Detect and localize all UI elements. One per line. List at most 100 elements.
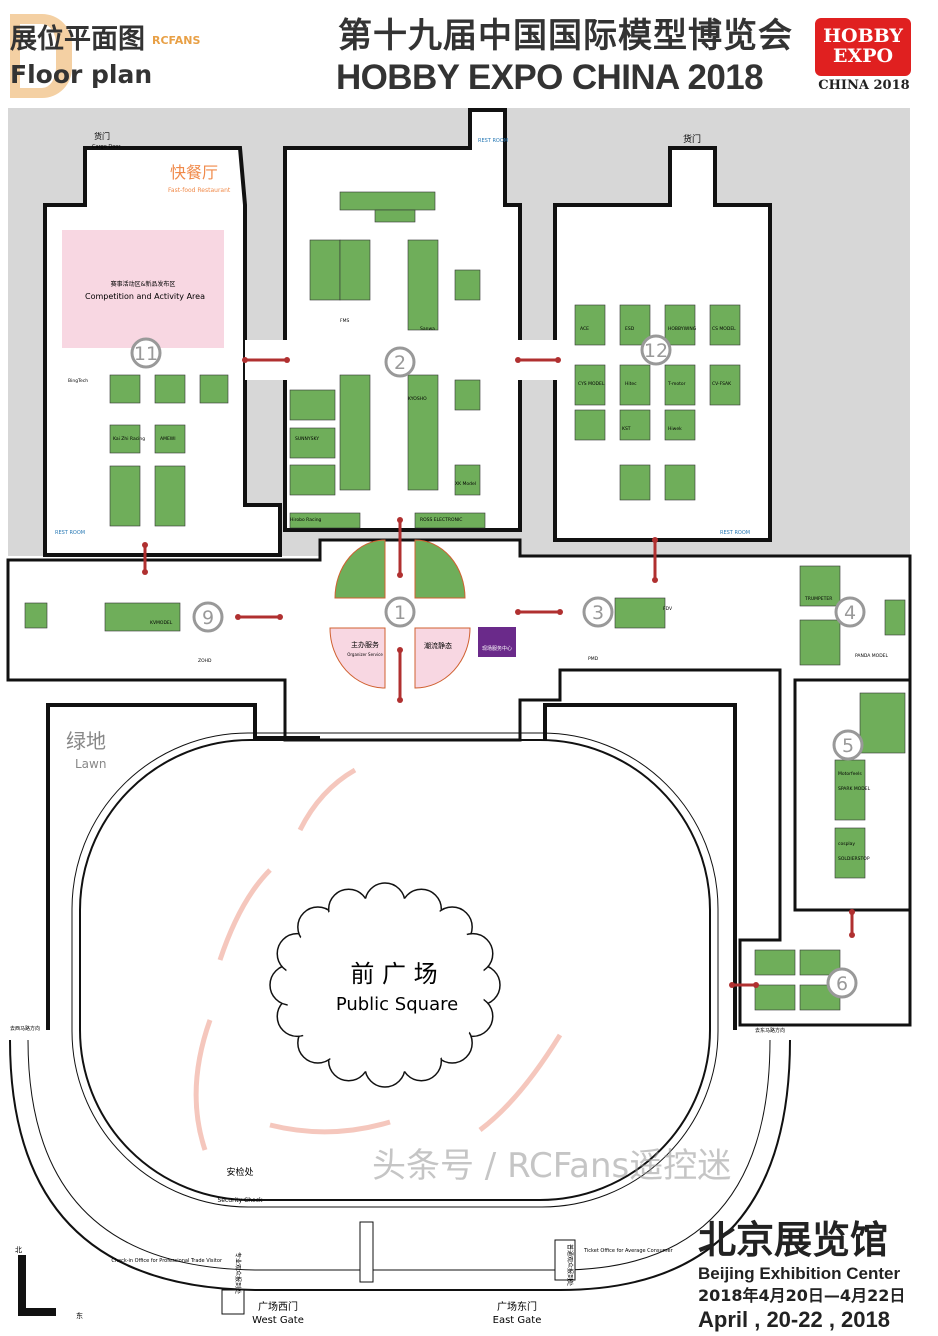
ticket-office-label: 普通观众报到处 (566, 1244, 574, 1286)
organizer-service-area (329, 627, 386, 689)
hall-number: 11 (134, 343, 158, 365)
booth (664, 364, 696, 406)
booth (339, 374, 371, 491)
booth (664, 409, 696, 441)
hall-number-circle (384, 346, 416, 378)
hall-5-marker[interactable]: 5 (832, 729, 864, 761)
hall-3-marker[interactable]: 3 (582, 596, 614, 628)
arrow-head (142, 542, 148, 548)
hall-12-marker[interactable]: 12 (640, 334, 672, 366)
lawn-label-en: Lawn (75, 757, 106, 771)
rest-room-label: REST ROOM (478, 138, 508, 144)
organizer-service-label-en: Organizer Service (347, 652, 383, 657)
hall-number: 1 (394, 602, 406, 624)
booth (154, 374, 186, 404)
booth (664, 304, 696, 346)
exhibitor-label: XK Model (455, 481, 476, 487)
onsite-service-label: 现场服务中心 (482, 645, 512, 652)
west-direction-label: 去西马路方向 (10, 1025, 40, 1032)
hall-6-marker[interactable]: 6 (826, 967, 858, 999)
arrow-head (277, 614, 283, 620)
east-label: 东 (76, 1311, 83, 1320)
arrow-head (557, 609, 563, 615)
exhibitor-label: ZOHD (198, 658, 212, 664)
hall-9-marker[interactable]: 9 (192, 601, 224, 633)
exhibitor-label: HOBBYWING (668, 326, 697, 332)
static-display-label: 潮流静态 (424, 641, 452, 650)
track-inner (79, 739, 711, 1201)
ticket-office-label-en: Ticket Office for Average Consumer (583, 1248, 674, 1254)
compass-icon (18, 1255, 26, 1315)
hall-11-marker[interactable]: 11 (130, 337, 162, 369)
flow-arrow (478, 1033, 563, 1132)
booth (407, 374, 439, 491)
lawn-border (46, 703, 320, 1030)
hall-1-marker[interactable]: 1 (384, 596, 416, 628)
exhibitor-label: KYOSHO (408, 396, 427, 402)
arrow-head (849, 932, 855, 938)
booth (619, 364, 651, 406)
hall-number: 12 (644, 340, 668, 362)
arrow-head (284, 357, 290, 363)
booth (109, 374, 141, 404)
hall-number-circle (582, 596, 614, 628)
hall-number: 3 (592, 602, 604, 624)
booth (407, 239, 439, 331)
booth (374, 209, 416, 223)
booth (454, 269, 481, 301)
arrow-head (849, 909, 855, 915)
west-gate-icon (221, 1289, 245, 1315)
arrow-head (142, 569, 148, 575)
logo-sub: CHINA 2018 (818, 78, 910, 93)
onsite-service-center (478, 627, 516, 657)
competition-label-en: Competition and Activity Area (85, 292, 205, 301)
booth (289, 512, 361, 529)
booth (109, 465, 141, 527)
hall-number-circle (192, 601, 224, 633)
arrow-head (652, 577, 658, 583)
booth-102 (414, 539, 466, 599)
flow-arrow (269, 1119, 391, 1135)
booth (289, 464, 336, 496)
booth (574, 364, 606, 406)
hall-number-circle (826, 967, 858, 999)
hall-4-marker[interactable]: 4 (834, 596, 866, 628)
exhibitor-label: AMEWI (160, 436, 176, 442)
event-date-cn: 2018年4月20日—4月22日 (698, 1286, 906, 1305)
booth (709, 304, 741, 346)
lawn-border (543, 703, 737, 1030)
floor-plan-title-en: Floor plan (10, 60, 153, 89)
arrow-head (652, 537, 658, 543)
booth (454, 464, 481, 496)
public-square-label-en: Public Square (336, 994, 458, 1015)
arrow-head (729, 982, 735, 988)
exhibitor-label: Sanwa (420, 326, 435, 332)
hall-number-circle (130, 337, 162, 369)
booth (339, 239, 371, 301)
booth (884, 599, 906, 636)
booth (754, 949, 796, 976)
organizer-service-label: 主办服务 (351, 640, 379, 649)
venue-name-en: Beijing Exhibition Center (698, 1264, 901, 1283)
hall-2-marker[interactable]: 2 (384, 346, 416, 378)
flow-arrow (217, 868, 272, 961)
outer-road (27, 1039, 771, 1271)
booth (154, 424, 186, 454)
exhibitor-label: KVMODEL (150, 620, 173, 626)
rcfans-watermark-logo (10, 14, 72, 98)
booth (619, 304, 651, 346)
floor-plan-title-cn: 展位平面图 (10, 24, 145, 55)
restaurant-label: 快餐厅 (170, 163, 218, 182)
booth (289, 427, 336, 459)
arrow-head (397, 517, 403, 523)
cargo-door-label-en: Cargo Door (92, 144, 121, 150)
booth (309, 239, 341, 301)
exhibitor-label: BingTech (68, 378, 88, 384)
security-check-label-en: Security Check (217, 1197, 263, 1204)
flow-arrow (297, 767, 357, 832)
ticket-office (554, 1239, 576, 1281)
exhibitor-label: CYS MODEL (578, 381, 605, 387)
checkin-pro-label: 专业观众报到处 (234, 1252, 242, 1294)
arrow-head (397, 647, 403, 653)
booth (574, 304, 606, 346)
